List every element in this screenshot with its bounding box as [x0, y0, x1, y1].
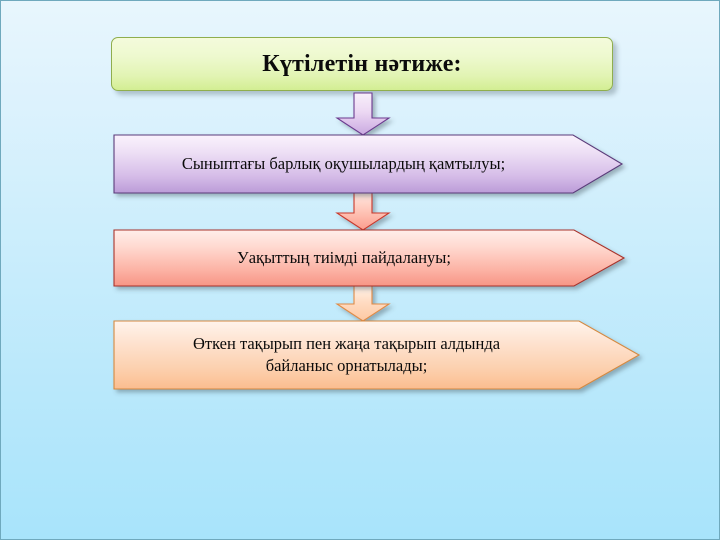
page-title: Күтілетін нәтиже: — [262, 50, 462, 77]
title-box[interactable]: Күтілетін нәтиже: — [111, 37, 613, 91]
